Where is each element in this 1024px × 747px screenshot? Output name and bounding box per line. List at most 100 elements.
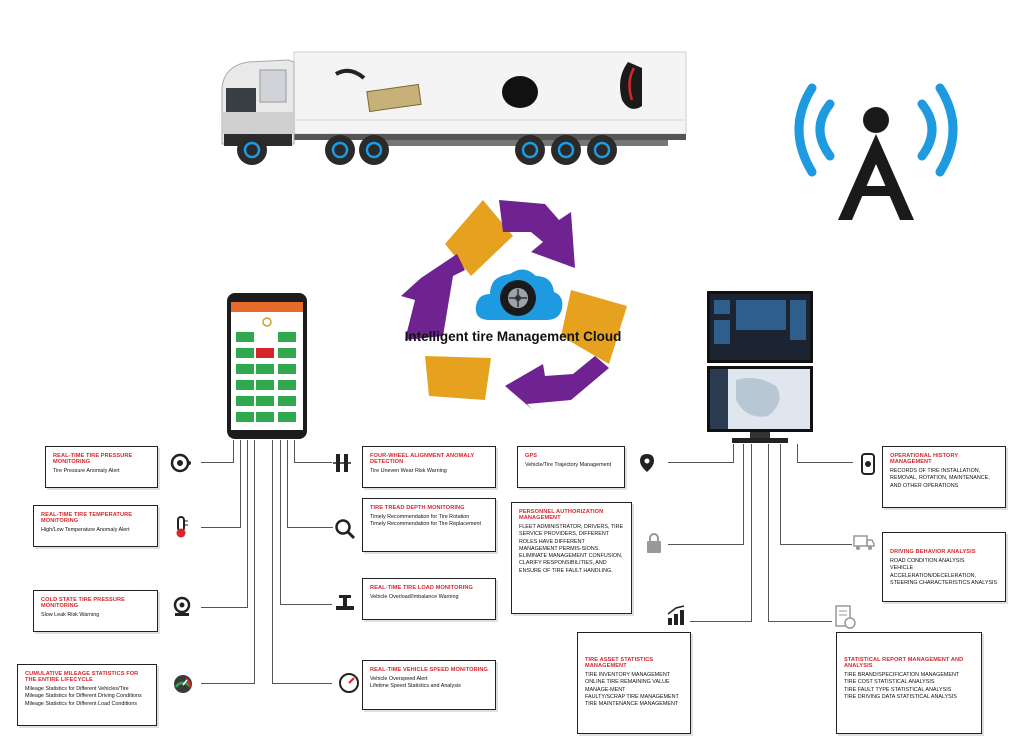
- box-title: TIRE ASSET STATISTICS MANAGEMENT: [585, 657, 654, 669]
- truck-illustration: [221, 51, 687, 165]
- box-desc: TIRE MAINTENANCE MANAGEMENT: [585, 701, 679, 708]
- delivery-truck-icon: [853, 535, 875, 550]
- box-tire-asset-statistics: TIRE ASSET STATISTICS MANAGEMENT TIRE IN…: [577, 632, 691, 734]
- box-title: COLD STATE TIRE PRESSURE MONITORING: [41, 597, 125, 609]
- box-desc: Vehicle Overload/Imbalance Warning: [370, 594, 459, 600]
- speedometer-icon: [339, 673, 359, 693]
- box-statistical-report: STATISTICAL REPORT MANAGEMENT AND ANALYS…: [836, 632, 982, 734]
- box-title: REAL-TIME TIRE LOAD MONITORING: [370, 585, 473, 591]
- tire-history-icon: [861, 453, 875, 475]
- box-title: REAL-TIME TIRE PRESSURE MONITORING: [53, 453, 133, 465]
- box-desc: TIRE FAULT TYPE STATISTICAL ANALYSIS: [844, 686, 952, 693]
- box-desc: TIRE COST STATISTICAL ANALYSIS: [844, 679, 935, 686]
- connector: [294, 462, 332, 463]
- box-desc: VEHICLE ACCELERATION/DECELERATION,: [890, 565, 977, 579]
- connector: [280, 440, 281, 605]
- report-document-icon: [835, 605, 856, 629]
- box-desc: High/Low Temperature Anomaly Alert: [41, 527, 130, 533]
- connector: [240, 440, 241, 528]
- box-personnel-authorization: PERSONNEL AUTHORIZATION MANAGEMENT FLEET…: [511, 502, 632, 614]
- connector: [690, 621, 752, 622]
- box-desc: ONLINE TIRE REMAINING VALUE MANAGE-MENT: [585, 679, 670, 693]
- box-vehicle-speed: REAL-TIME VEHICLE SPEED MONITORING Vehic…: [362, 660, 496, 710]
- box-tire-load: REAL-TIME TIRE LOAD MONITORING Vehicle O…: [362, 578, 496, 620]
- connector: [751, 444, 752, 622]
- connector: [733, 444, 734, 462]
- weighing-scale-icon: [336, 595, 354, 610]
- speedometer-gauge-icon: [174, 675, 192, 693]
- box-desc: Timely Recommendation for Tire Replaceme…: [370, 521, 481, 528]
- box-desc: Tire Pressure Anomaly Alert: [53, 468, 120, 474]
- connector: [797, 462, 853, 463]
- box-gps: GPS Vehicle/Tire Trajectory Management: [517, 446, 625, 488]
- connector: [201, 462, 234, 463]
- box-title: CUMULATIVE MILEAGE STATISTICS FOR THE EN…: [25, 671, 139, 683]
- box-tire-temperature-monitoring: REAL-TIME TIRE TEMPERATURE MONITORING Hi…: [33, 505, 158, 547]
- connector: [272, 683, 332, 684]
- map-location-pin-icon: [640, 454, 654, 472]
- box-tire-pressure-monitoring: REAL-TIME TIRE PRESSURE MONITORING Tire …: [45, 446, 158, 488]
- box-desc: RECORDS OF TIRE INSTALLATION, REMOVAL, R…: [890, 468, 990, 489]
- connector: [201, 607, 248, 608]
- box-title: STATISTICAL REPORT MANAGEMENT AND ANALYS…: [844, 657, 964, 669]
- connector: [768, 621, 832, 622]
- connector: [743, 444, 744, 544]
- box-title: FOUR-WHEEL ALIGNMENT ANOMALY DETECTION: [370, 453, 475, 465]
- box-desc: Mileage Statistics for Different Load Co…: [25, 700, 137, 707]
- connector: [201, 527, 241, 528]
- box-desc: TIRE INVENTORY MANAGEMENT: [585, 672, 671, 678]
- box-desc: TIRE DRIVING DATA STATISTICAL ANALYSIS: [844, 693, 957, 700]
- box-title: REAL-TIME TIRE TEMPERATURE MONITORING: [41, 512, 133, 524]
- box-desc: Vehicle Overspeed Alert: [370, 676, 428, 682]
- box-title: GPS: [525, 453, 538, 459]
- box-desc: ELIMINATE MANAGEMENT CONFUSION, CLARIFY …: [519, 553, 623, 574]
- box-cold-state-pressure-monitoring: COLD STATE TIRE PRESSURE MONITORING Slow…: [33, 590, 158, 632]
- thermometer-icon: [176, 516, 188, 538]
- cloud-title: Intelligent tire Management Cloud: [404, 329, 622, 344]
- box-desc: Vehicle/Tire Trajectory Management: [525, 462, 612, 468]
- box-operational-history: OPERATIONAL HISTORY MANAGEMENT RECORDS O…: [882, 446, 1006, 508]
- box-desc: Timely Recommendation for Tire Rotation: [370, 514, 470, 520]
- connector: [247, 440, 248, 608]
- box-desc: Mileage Statistics for Different Vehicle…: [25, 686, 129, 692]
- connector: [272, 440, 273, 684]
- box-title: DRIVING BEHAVIOR ANALYSIS: [890, 549, 976, 555]
- connector: [280, 604, 332, 605]
- box-desc: FAULTY/SCRAP TIRE MANAGEMENT: [585, 693, 679, 700]
- box-tread-depth: TIRE TREAD DEPTH MONITORING Timely Recom…: [362, 498, 496, 552]
- connector: [287, 440, 288, 528]
- box-desc: FLEET ADMINISTRATOR, DRIVERS, TIRE SERVI…: [519, 524, 624, 552]
- connector: [668, 462, 734, 463]
- connector: [780, 544, 852, 545]
- connector: [201, 683, 255, 684]
- wheel-alignment-icon: [333, 454, 351, 472]
- bar-chart-growth-icon: [667, 605, 685, 625]
- connector: [233, 440, 234, 462]
- box-title: TIRE TREAD DEPTH MONITORING: [370, 505, 465, 511]
- tread-depth-magnifier-icon: [335, 519, 356, 540]
- monitor-dashboards: [707, 291, 813, 443]
- box-four-wheel-alignment: FOUR-WHEEL ALIGNMENT ANOMALY DETECTION T…: [362, 446, 496, 488]
- box-desc: ROAD CONDITION ANALYSIS: [890, 558, 965, 564]
- box-title: REAL-TIME VEHICLE SPEED MONITORING: [370, 667, 488, 673]
- smartphone-app: [227, 293, 307, 439]
- connector: [780, 444, 781, 544]
- box-desc: TIRE BRAND/SPECIFICATION MANAGEMENT: [844, 672, 960, 678]
- box-title: PERSONNEL AUTHORIZATION MANAGEMENT: [519, 509, 604, 521]
- box-title: OPERATIONAL HISTORY MANAGEMENT: [890, 453, 959, 465]
- box-desc: Tire Uneven Wear Risk Warning: [370, 468, 447, 474]
- box-desc: Slow Leak Risk Warning: [41, 612, 100, 618]
- signal-tower-icon: [794, 83, 958, 220]
- connector: [797, 444, 798, 462]
- connector: [287, 527, 333, 528]
- connector: [294, 440, 295, 462]
- tire-pressure-gauge-icon: [170, 453, 191, 473]
- padlock-icon: [647, 533, 661, 553]
- connector: [254, 440, 255, 684]
- connector: [668, 544, 744, 545]
- connector: [768, 444, 769, 622]
- box-cumulative-mileage: CUMULATIVE MILEAGE STATISTICS FOR THE EN…: [17, 664, 157, 726]
- box-driving-behavior: DRIVING BEHAVIOR ANALYSIS ROAD CONDITION…: [882, 532, 1006, 602]
- box-desc: Lifetime Speed Statistics and Analysis: [370, 683, 461, 690]
- box-desc: STEERING CHARACTERISTICS ANALYSIS: [890, 579, 998, 586]
